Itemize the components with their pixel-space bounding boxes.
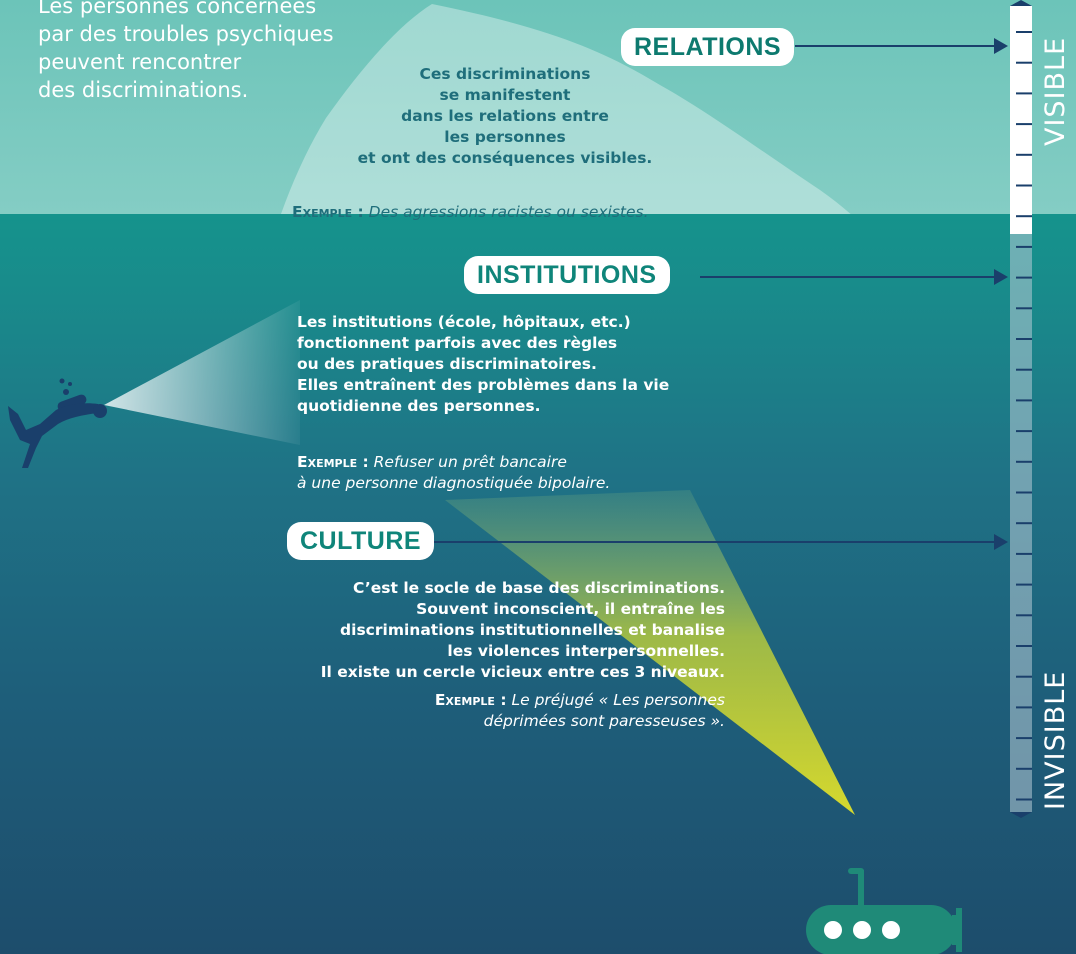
relations-description: Ces discriminations se manifestent dans … (320, 64, 690, 169)
iceberg-shape (280, 4, 851, 214)
culture-line: discriminations institutionnelles et ban… (340, 621, 725, 639)
institutions-line: fonctionnent parfois avec des règles (297, 334, 618, 352)
culture-example-text: déprimées sont paresseuses ». (483, 712, 725, 730)
example-key: Exemple : (434, 691, 507, 709)
relations-example-text: Des agressions racistes ou sexistes. (368, 203, 649, 221)
relations-line: se manifestent (439, 86, 571, 104)
submarine-icon (806, 868, 962, 954)
institutions-example-text: Refuser un prêt bancaire (373, 453, 567, 471)
arrow-right-icon (430, 534, 1008, 550)
institutions-description: Les institutions (école, hôpitaux, etc.)… (297, 312, 747, 417)
arrow-right-icon (795, 38, 1008, 54)
institutions-line: quotidienne des personnes. (297, 397, 541, 415)
scuba-diver-icon (8, 378, 107, 468)
example-key: Exemple : (297, 453, 369, 471)
intro-line: Les personnes concernées (38, 0, 317, 18)
arrow-right-icon (700, 269, 1008, 285)
intro-line: par des troubles psychiques (38, 22, 334, 46)
institutions-line: Les institutions (école, hôpitaux, etc.) (297, 313, 631, 331)
culture-line: C’est le socle de base des discriminatio… (352, 579, 725, 597)
intro-text: Les personnes concernées par des trouble… (38, 0, 388, 104)
intro-line: des discriminations. (38, 78, 249, 102)
submarine-light-beam (445, 490, 855, 815)
culture-example: Exemple : Le préjugé « Les personnes dép… (330, 690, 725, 732)
relations-line: Ces discriminations (419, 65, 591, 83)
tag-relations: RELATIONS (621, 28, 795, 66)
relations-line: les personnes (444, 128, 566, 146)
invisible-label: INVISIBLE (1040, 670, 1071, 810)
relations-line: et ont des conséquences visibles. (357, 149, 653, 167)
culture-line: Souvent inconscient, il entraîne les (416, 600, 725, 618)
culture-line: les violences interpersonnelles. (447, 642, 725, 660)
institutions-line: Elles entraînent des problèmes dans la v… (297, 376, 670, 394)
institutions-example-text: à une personne diagnostiquée bipolaire. (297, 474, 611, 492)
institutions-line: ou des pratiques discriminatoires. (297, 355, 597, 373)
intro-line: peuvent rencontrer (38, 50, 242, 74)
diver-light-beam (104, 300, 300, 445)
culture-example-text: Le préjugé « Les personnes (511, 691, 725, 709)
tag-culture: CULTURE (287, 522, 435, 560)
relations-line: dans les relations entre (401, 107, 609, 125)
sky-band (0, 0, 1076, 214)
relations-example: Exemple : Des agressions racistes ou sex… (292, 202, 732, 223)
institutions-example: Exemple : Refuser un prêt bancaire à une… (297, 452, 747, 494)
depth-scale (1010, 0, 1032, 818)
culture-description: C’est le socle de base des discriminatio… (270, 578, 725, 683)
tag-institutions: INSTITUTIONS (464, 256, 670, 294)
culture-line: Il existe un cercle vicieux entre ces 3 … (320, 663, 725, 681)
visible-label: VISIBLE (1040, 36, 1071, 146)
example-key: Exemple : (292, 203, 364, 221)
